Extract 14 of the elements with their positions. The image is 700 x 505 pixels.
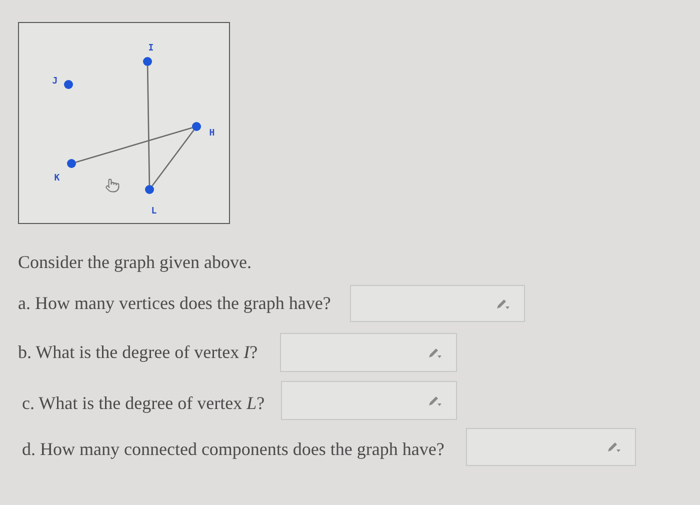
vertex-label: J [52, 78, 58, 86]
vertex-label: K [54, 174, 60, 184]
question-text: c. What is the degree of vertex L? [22, 392, 265, 415]
graph-edge [152, 130, 194, 186]
graph-edge [76, 127, 192, 163]
vertex-label: L [151, 208, 157, 216]
vertex-label: H [209, 130, 215, 138]
instruction-text: Consider the graph given above. [18, 251, 252, 274]
question-text: d. How many connected components does the graph have? [22, 438, 444, 461]
vertex-label: I [148, 44, 154, 54]
question-text: b. What is the degree of vertex I? [18, 341, 258, 364]
graph-edge [146, 66, 150, 186]
question-text: a. How many vertices does the graph have? [18, 292, 331, 315]
graph-frame [18, 22, 230, 224]
